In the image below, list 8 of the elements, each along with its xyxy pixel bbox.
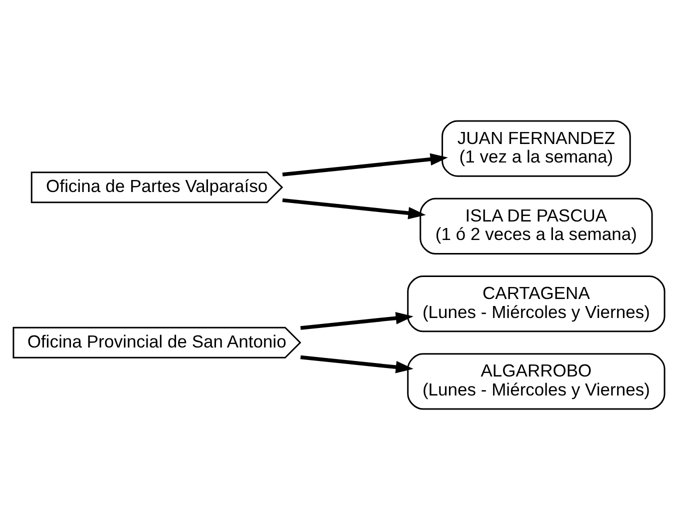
node-box: JUAN FERNANDEZ (1 vez a la semana): [442, 120, 631, 176]
arrow: [282, 152, 448, 176]
arrow: [300, 312, 414, 330]
arrow: [282, 198, 426, 219]
node-box: ISLA DE PASCUA (1 ó 2 veces a la semana): [420, 197, 653, 254]
arrow: [300, 354, 414, 373]
node-box: CARTAGENA (Lunes - Miércoles y Viernes): [407, 275, 666, 332]
node-box: ALGARROBO (Lunes - Miércoles y Viernes): [407, 352, 666, 410]
